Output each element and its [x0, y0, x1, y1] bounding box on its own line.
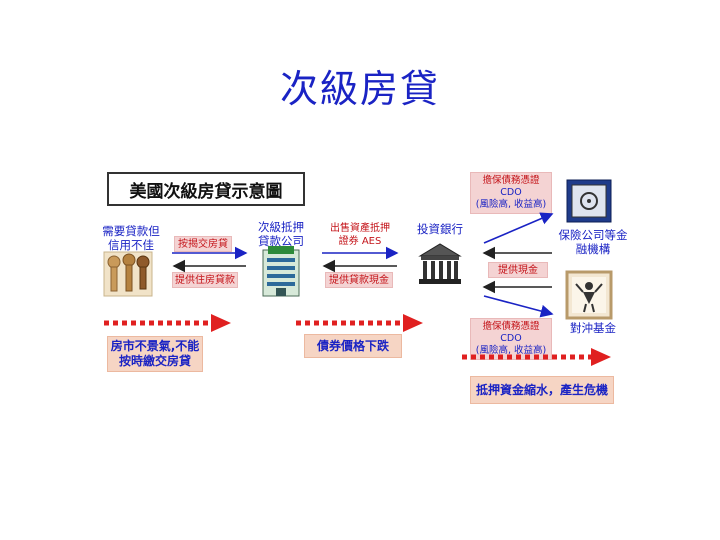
insurer-label: 保險公司等金融機構	[558, 228, 628, 256]
cdo-bottom-line1: 擔保債務憑證	[482, 321, 540, 332]
cdo-top-box: 擔保債務憑證 CDO (風險高, 收益高)	[470, 172, 552, 214]
cdo-top-line3: (風險高, 收益高)	[475, 199, 547, 210]
lender-label: 次級抵押貸款公司	[258, 220, 304, 248]
office-building-icon	[262, 246, 300, 297]
borrower-label: 需要貸款但信用不佳	[102, 224, 160, 252]
dotted-arrow-middle	[296, 314, 423, 332]
safe-icon	[566, 179, 612, 223]
arrow-provide-cash-label: 提供現金	[488, 262, 548, 278]
hedgefund-label: 對沖基金	[570, 321, 616, 335]
hedge-fund-icon	[565, 270, 613, 320]
cdo-bottom-line3: (風險高, 收益高)	[475, 345, 547, 356]
arrow-provide-loan-label: 提供住房貸款	[172, 272, 238, 288]
bottom-right-label: 抵押資金縮水，產生危機	[470, 376, 614, 404]
keys-icon	[103, 251, 153, 297]
dotted-arrow-left	[104, 314, 231, 332]
bottom-mid-label: 債券價格下跌	[304, 334, 402, 358]
cdo-top-line1: 擔保債務憑證	[482, 175, 540, 186]
arrow-apply-label: 按揭交房貸	[174, 236, 232, 252]
bottom-left-label: 房市不景氣,不能按時繳交房貸	[107, 336, 203, 372]
bank-icon	[418, 243, 462, 284]
arrow-cdo-bottom	[483, 295, 554, 318]
bank-label: 投資銀行	[417, 222, 463, 236]
diagram-title: 美國次級房貸示意圖	[107, 172, 305, 206]
cdo-bottom-box: 擔保債務憑證 CDO (風險高, 收益高)	[470, 318, 552, 360]
dotted-arrow-right	[462, 348, 611, 366]
page-title: 次級房貸	[279, 67, 440, 111]
arrow-cdo-top	[483, 212, 554, 244]
cdo-bottom-line2: CDO	[500, 333, 522, 344]
cdo-top-line2: CDO	[500, 187, 522, 198]
arrow-provide-cash-loan-label: 提供貸款現金	[325, 272, 393, 288]
sell-assets-label: 出售資產抵押證券 AES	[330, 223, 390, 247]
